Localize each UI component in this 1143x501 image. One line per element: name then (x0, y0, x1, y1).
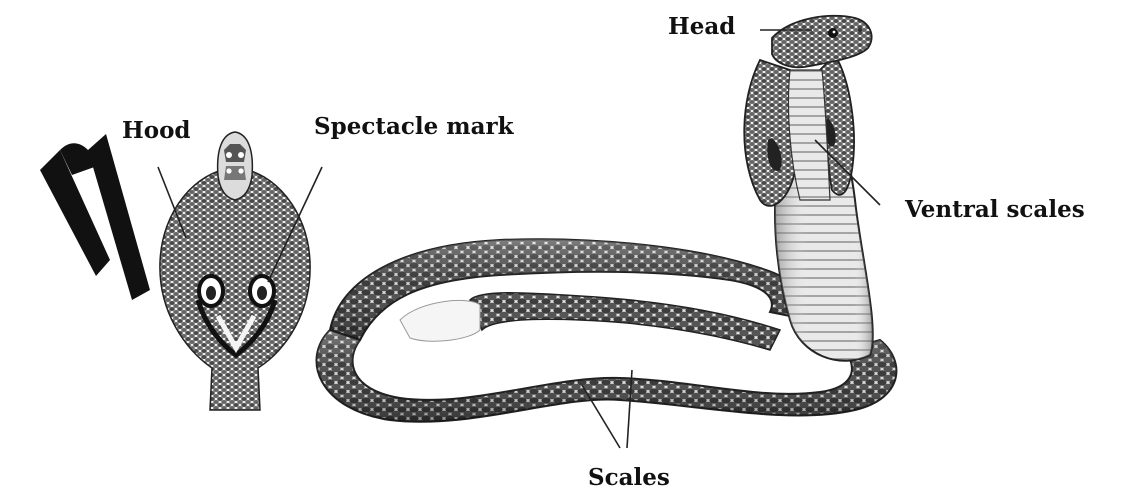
hood-illustration (160, 132, 310, 410)
head-label: Head (668, 15, 735, 38)
decorative-swoosh (40, 134, 150, 300)
scales-label: Scales (588, 466, 670, 489)
cobra-body (317, 16, 897, 422)
ventral-scales-label: Ventral scales (905, 198, 1085, 221)
hood-label: Hood (122, 119, 191, 142)
spectacle-mark-label: Spectacle mark (314, 115, 514, 138)
